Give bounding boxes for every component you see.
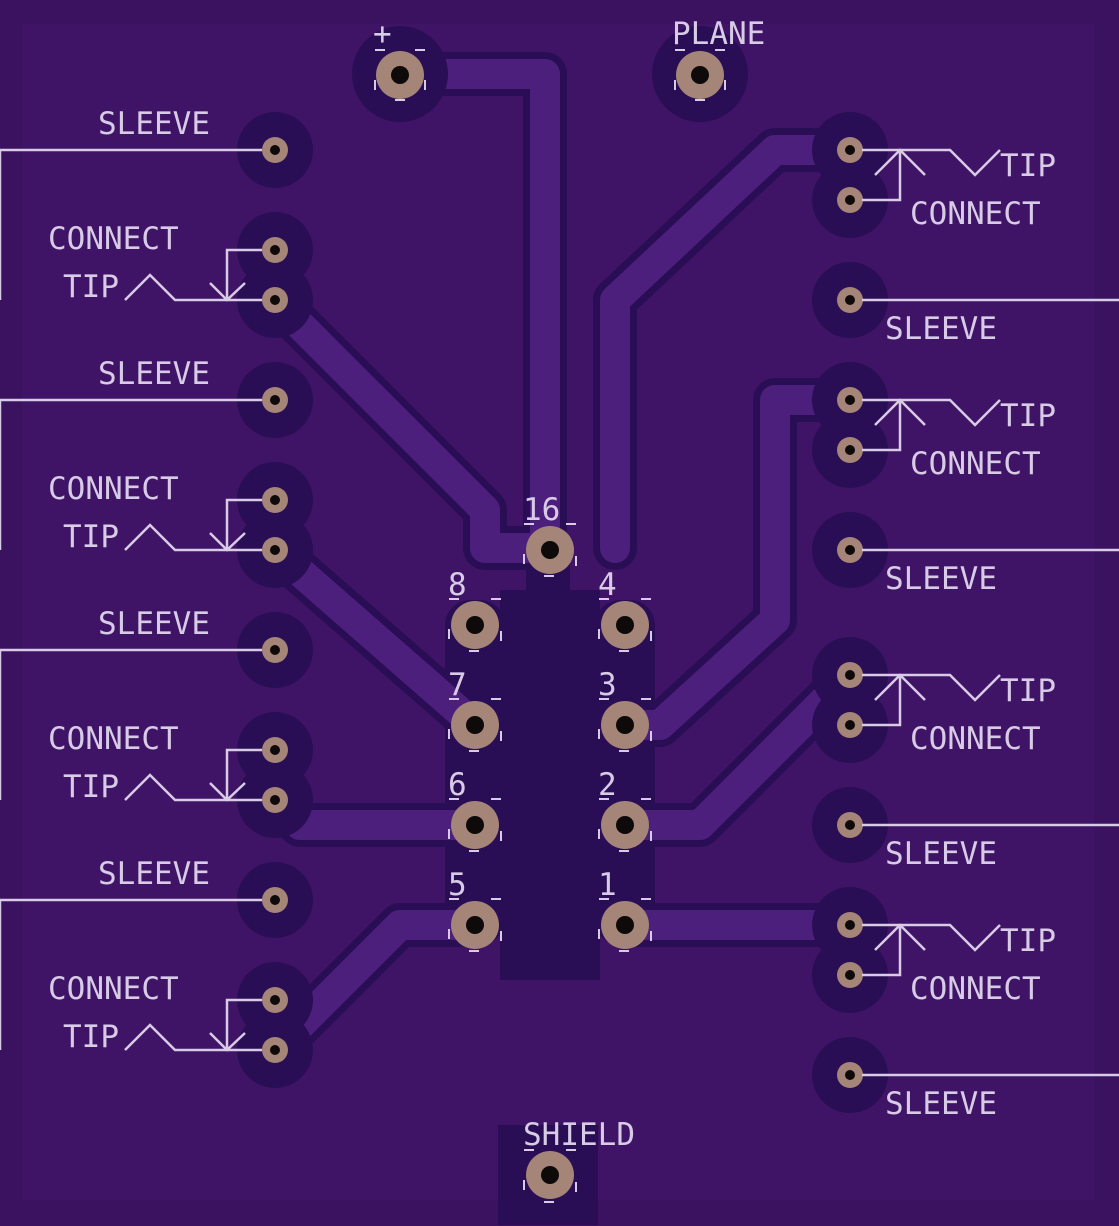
label-pin-8: 8 xyxy=(448,567,467,603)
left-jack-4-tip: TIP xyxy=(63,1019,119,1055)
left-jack-2-connect: CONNECT xyxy=(48,471,179,507)
label-pin-2: 2 xyxy=(598,767,617,803)
label-pin-5: 5 xyxy=(448,867,467,903)
right-jack-3-connect: CONNECT xyxy=(910,721,1041,757)
right-jack-3-tip: TIP xyxy=(1000,673,1056,709)
pad-6 xyxy=(448,798,502,852)
right-jack-1-tip: TIP xyxy=(1000,148,1056,184)
label-pin-1: 1 xyxy=(598,867,617,903)
label-shield: SHIELD xyxy=(523,1117,635,1153)
right-jack-2-sleeve: SLEEVE xyxy=(885,561,997,597)
left-jack-2-sleeve: SLEEVE xyxy=(98,356,210,392)
label-pin-3: 3 xyxy=(598,667,617,703)
left-jack-3-sleeve: SLEEVE xyxy=(98,606,210,642)
pad-plane xyxy=(674,49,726,101)
right-jack-4-connect: CONNECT xyxy=(910,971,1041,1007)
label-pin-6: 6 xyxy=(448,767,467,803)
jack-pad-holes xyxy=(270,145,855,1080)
left-jack-1-tip: TIP xyxy=(63,269,119,305)
right-jack-4-tip: TIP xyxy=(1000,923,1056,959)
pad-shield xyxy=(523,1149,577,1203)
left-jack-4-sleeve: SLEEVE xyxy=(98,856,210,892)
square-pads xyxy=(374,49,726,1203)
left-jack-4-connect: CONNECT xyxy=(48,971,179,1007)
label-plus: + xyxy=(373,16,392,52)
label-pin-4: 4 xyxy=(598,567,617,603)
left-jack-1-sleeve: SLEEVE xyxy=(98,106,210,142)
left-jack-1-connect: CONNECT xyxy=(48,221,179,257)
left-jack-3-connect: CONNECT xyxy=(48,721,179,757)
pad-5 xyxy=(448,898,502,952)
pad-7 xyxy=(448,698,502,752)
label-pin-7: 7 xyxy=(448,667,467,703)
right-jack-2-connect: CONNECT xyxy=(910,446,1041,482)
pad-3 xyxy=(598,698,652,752)
right-jack-1-sleeve: SLEEVE xyxy=(885,311,997,347)
left-jack-silkscreen xyxy=(0,148,262,1052)
pad-16 xyxy=(523,523,577,577)
right-jack-1-connect: CONNECT xyxy=(910,196,1041,232)
pad-4 xyxy=(598,598,652,652)
label-plane: PLANE xyxy=(672,16,765,52)
left-jack-3-tip: TIP xyxy=(63,769,119,805)
pad-2 xyxy=(598,798,652,852)
pad-8 xyxy=(448,598,502,652)
left-jack-2-tip: TIP xyxy=(63,519,119,555)
pad-1 xyxy=(598,898,652,952)
right-jack-4-sleeve: SLEEVE xyxy=(885,1086,997,1122)
right-jack-silkscreen xyxy=(862,148,1119,1077)
right-jack-2-tip: TIP xyxy=(1000,398,1056,434)
pad-plus xyxy=(374,49,426,101)
right-jack-3-sleeve: SLEEVE xyxy=(885,836,997,872)
label-pin-16: 16 xyxy=(523,492,560,528)
